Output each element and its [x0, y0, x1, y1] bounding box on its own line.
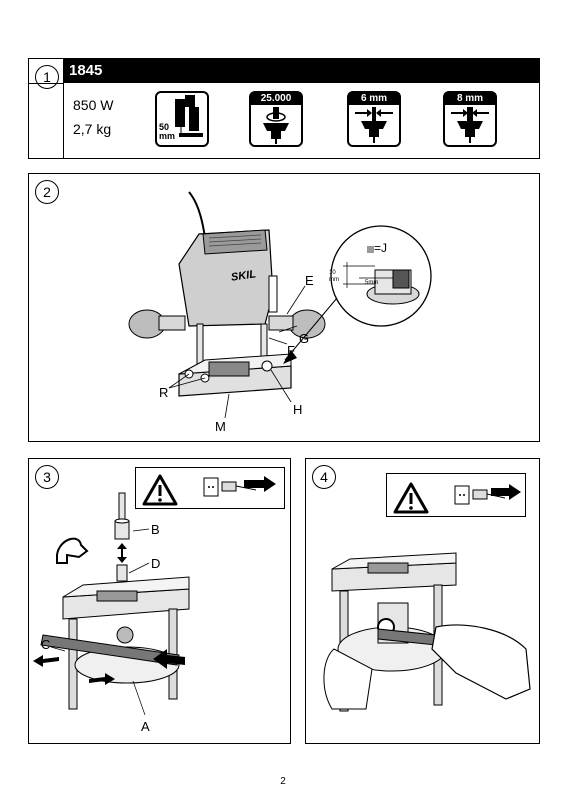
left-arrow-icon: [33, 655, 59, 667]
push-arrow-icon: [153, 649, 185, 669]
horizontal-divider: [29, 83, 63, 84]
label-e: E: [305, 273, 314, 288]
collet-removal-illustration: [323, 552, 531, 712]
unplug-warning: [135, 467, 285, 509]
collet-install-illustration: [33, 492, 190, 716]
step-number-1: 1: [35, 65, 59, 89]
plunge-depth-value: 50 mm: [159, 122, 176, 141]
step-number-3: 3: [35, 465, 59, 489]
strength-arm-icon: [56, 537, 89, 564]
collet-6mm-icon: 6 mm: [347, 91, 401, 147]
panel-2: 2: [28, 173, 540, 442]
hand-icon: [431, 624, 531, 700]
label-c: C: [41, 637, 51, 652]
unplug-arrow-icon: [491, 484, 521, 500]
panel-1: 1 1845 850 W 2,7 kg 50 mm 25.000 6 mm: [28, 58, 540, 159]
power-rating: 850 W: [73, 97, 114, 113]
label-h: H: [293, 402, 303, 417]
collet-8mm-caption: 8 mm: [445, 93, 495, 105]
model-number: 1845: [69, 62, 103, 79]
detail-height-dim: 10 mm: [329, 270, 339, 283]
router-illustration: [128, 191, 432, 419]
plunge-depth-icon: 50 mm: [155, 91, 209, 147]
label-a: A: [141, 719, 150, 734]
unplug-warning: [386, 473, 526, 517]
step-number-4: 4: [312, 465, 336, 489]
speed-caption: 25.000: [251, 93, 301, 105]
detail-legend: =J: [374, 241, 388, 255]
label-b: B: [151, 522, 160, 537]
step-number-2: 2: [35, 180, 59, 204]
vertical-divider: [63, 59, 64, 159]
page-number: 2: [280, 776, 286, 787]
unplug-arrow-icon: [244, 476, 276, 492]
collet-8mm-icon: 8 mm: [443, 91, 497, 147]
model-header-bar: 1845: [63, 59, 540, 83]
outlet-icon: [203, 477, 219, 497]
label-d: D: [151, 556, 161, 571]
panel-3: 3: [28, 458, 291, 744]
label-r: R: [159, 385, 169, 400]
panel-4: 4: [305, 458, 540, 744]
label-g: G: [299, 331, 310, 346]
collet-6mm-caption: 6 mm: [349, 93, 399, 105]
label-m: M: [215, 419, 226, 434]
weight-rating: 2,7 kg: [73, 121, 112, 137]
outlet-icon: [454, 485, 470, 505]
label-f: F: [287, 343, 295, 358]
detail-width-dim: 5mm: [365, 280, 379, 286]
speed-icon: 25.000: [249, 91, 303, 147]
right-arrow-icon: [89, 673, 115, 685]
